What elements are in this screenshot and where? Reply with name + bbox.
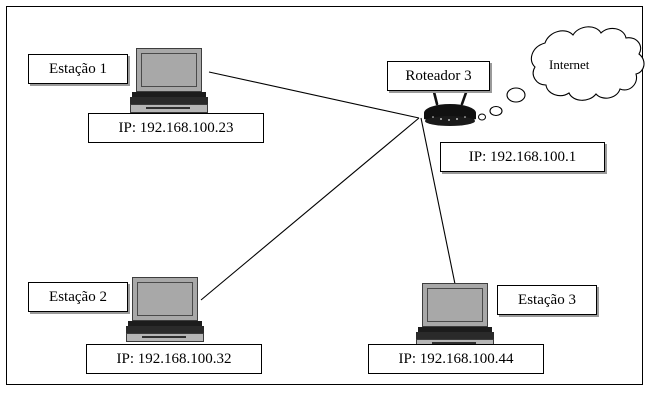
label-station1-name: Estação 1: [28, 54, 128, 84]
laptop-touchpad: [146, 107, 190, 109]
link-station2-router: [200, 117, 420, 301]
cloud-icon: [530, 26, 645, 101]
laptop-hinge: [128, 321, 202, 326]
label-router-ip: IP: 192.168.100.1: [440, 142, 605, 172]
diagram-border-frame: [6, 6, 643, 385]
laptop-touchpad: [142, 336, 186, 338]
cloud-bubble-small: [489, 105, 503, 117]
laptop-screen: [141, 53, 197, 87]
link-station3-router: [420, 117, 456, 285]
laptop-keyboard-deck: [126, 326, 204, 334]
laptop-screen: [137, 282, 193, 316]
label-station1-ip: IP: 192.168.100.23: [88, 113, 264, 143]
label-station2-name: Estação 2: [28, 282, 128, 312]
label-internet: Internet: [549, 57, 590, 72]
label-station3-name: Estação 3: [497, 285, 597, 315]
laptop-keyboard-deck: [130, 97, 208, 105]
laptop-lid: [136, 48, 202, 92]
laptop-touchpad: [432, 342, 476, 344]
laptop-screen: [427, 288, 483, 322]
cloud-bubble-tiny: [478, 113, 486, 121]
laptop-hinge: [418, 327, 492, 332]
wireless-router-icon: [424, 85, 476, 126]
label-station3-ip: IP: 192.168.100.44: [368, 344, 544, 374]
laptop-lid: [422, 283, 488, 327]
label-station2-ip: IP: 192.168.100.32: [86, 344, 262, 374]
link-station1-router: [208, 71, 420, 119]
laptop-lid: [132, 277, 198, 321]
laptop-keyboard-deck: [416, 332, 494, 340]
cloud-bubble-large: [506, 87, 526, 103]
label-router-name: Roteador 3: [387, 61, 490, 91]
laptop-hinge: [132, 92, 206, 97]
